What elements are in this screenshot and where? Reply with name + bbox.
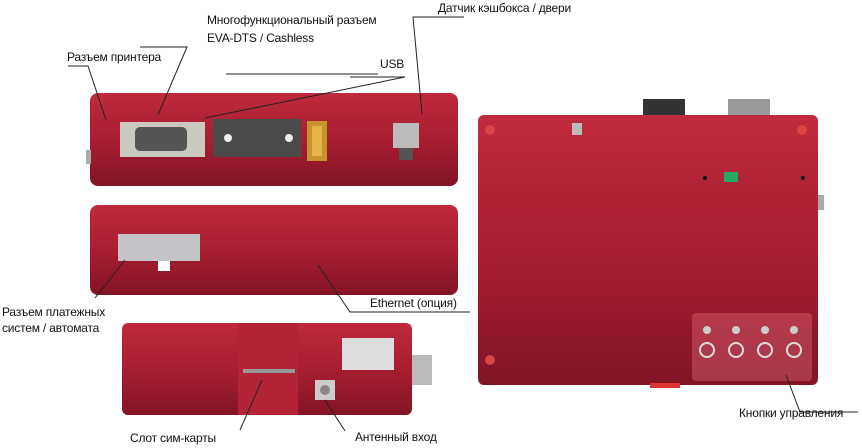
device-top-view [478, 99, 824, 388]
cashbox-sensor-port [393, 123, 419, 160]
label-payment-connector-line1: Разъем платежных [2, 305, 106, 319]
label-printer-connector: Разъем принтера [67, 50, 162, 64]
label-usb: USB [380, 57, 405, 71]
label-sim-slot: Слот сим-карты [130, 431, 216, 445]
device-side-view-top [86, 93, 458, 186]
eva-dts-connector [213, 119, 301, 157]
label-multi-connector-line2: EVA-DTS / Cashless [207, 31, 314, 45]
control-buttons [699, 326, 802, 358]
device-side-view-middle [90, 205, 458, 295]
label-antenna: Антенный вход [355, 430, 437, 444]
label-multi-connector-line1: Многофункциональный разъем [207, 13, 377, 27]
device-side-view-bottom [122, 323, 432, 415]
label-control-buttons: Кнопки управления [739, 406, 844, 420]
usb-port [307, 121, 327, 161]
leader-lines [68, 16, 858, 432]
label-cashbox-sensor: Датчик кэшбокса / двери [438, 1, 572, 15]
label-ethernet: Ethernet (опция) [370, 296, 457, 310]
printer-db9-connector [120, 122, 205, 157]
label-payment-connector-line2: систем / автомата [2, 321, 100, 335]
